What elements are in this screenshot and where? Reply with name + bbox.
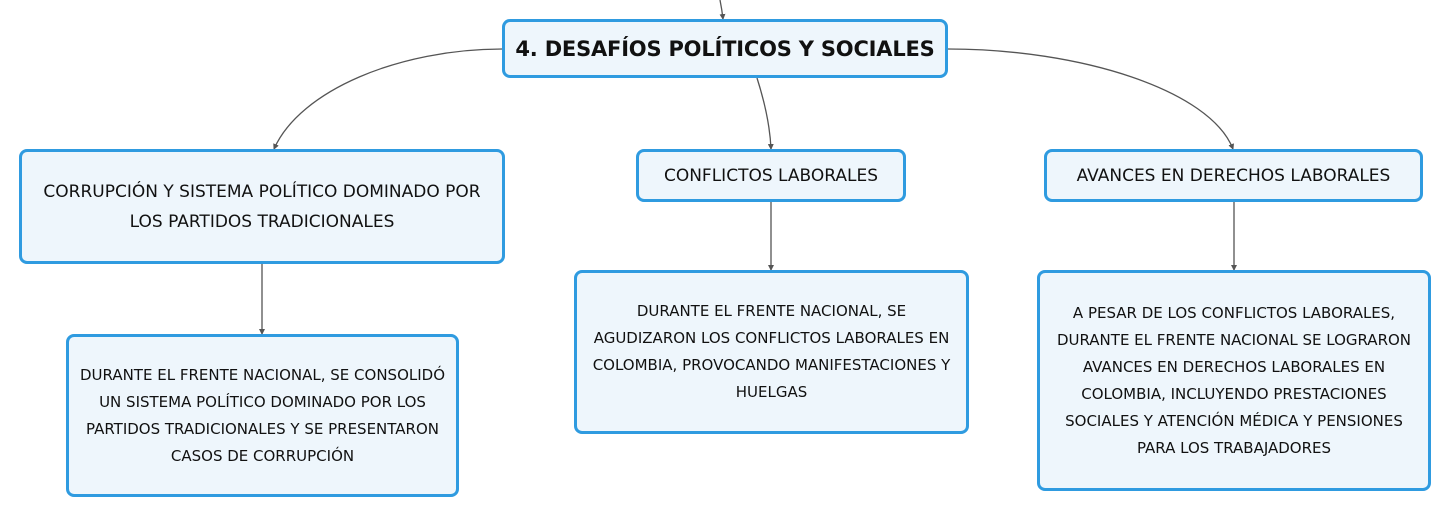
detail-avances-derechos-text: A PESAR DE LOS CONFLICTOS LABORALES, DUR… <box>1056 303 1412 457</box>
root-topic-node[interactable]: 4. DESAFÍOS POLÍTICOS Y SOCIALES <box>502 19 948 78</box>
connector-parent-to-root <box>719 0 726 20</box>
connector-root-to-conflictos <box>756 77 774 150</box>
topic-corrupcion-node[interactable]: CORRUPCIÓN Y SISTEMA POLÍTICO DOMINADO P… <box>19 149 505 264</box>
connector-root-to-corrupcion <box>273 48 503 150</box>
topic-corrupcion-label: CORRUPCIÓN Y SISTEMA POLÍTICO DOMINADO P… <box>43 181 481 232</box>
topic-conflictos-laborales-label: CONFLICTOS LABORALES <box>663 165 879 186</box>
detail-avances-derechos-node[interactable]: A PESAR DE LOS CONFLICTOS LABORALES, DUR… <box>1037 270 1431 491</box>
root-topic-label: 4. DESAFÍOS POLÍTICOS Y SOCIALES <box>515 36 935 61</box>
detail-corrupcion-node[interactable]: DURANTE EL FRENTE NACIONAL, SE CONSOLIDÓ… <box>66 334 459 497</box>
detail-conflictos-laborales-node[interactable]: DURANTE EL FRENTE NACIONAL, SE AGUDIZARO… <box>574 270 969 434</box>
detail-conflictos-laborales-text: DURANTE EL FRENTE NACIONAL, SE AGUDIZARO… <box>592 302 951 401</box>
topic-avances-derechos-node[interactable]: AVANCES EN DERECHOS LABORALES <box>1044 149 1423 202</box>
topic-conflictos-laborales-node[interactable]: CONFLICTOS LABORALES <box>636 149 906 202</box>
detail-corrupcion-text: DURANTE EL FRENTE NACIONAL, SE CONSOLIDÓ… <box>79 365 446 465</box>
topic-avances-derechos-label: AVANCES EN DERECHOS LABORALES <box>1076 165 1391 186</box>
connector-root-to-avances <box>947 48 1234 150</box>
